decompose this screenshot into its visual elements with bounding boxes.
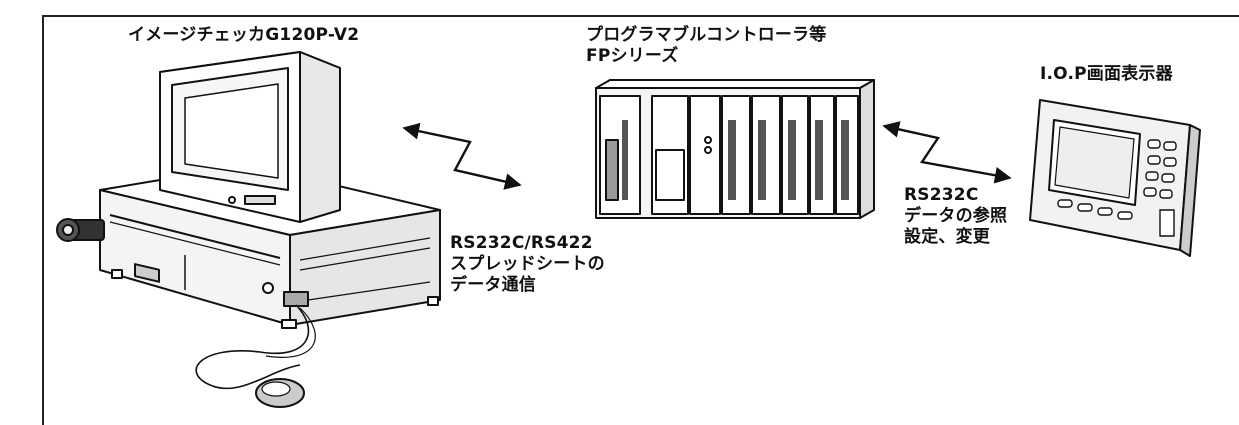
plc-label: プログラマブルコントローラ等 FPシリーズ xyxy=(586,25,826,67)
diagram-frame xyxy=(42,15,1239,425)
plc-iop-link-arrow xyxy=(882,121,1012,184)
plc-label-line1: プログラマブルコントローラ等 xyxy=(586,25,827,45)
plc-icon xyxy=(595,79,875,219)
plc-label-line2: FPシリーズ xyxy=(586,46,679,66)
plc-iop-desc1: データの参照 xyxy=(904,206,1008,226)
checker-plc-link-arrow xyxy=(402,122,522,190)
plc-iop-desc2: 設定、変更 xyxy=(904,227,990,247)
iop-label: I.O.P画面表示器 xyxy=(1040,64,1173,85)
checker-plc-desc1: スプレッドシートの xyxy=(450,254,605,274)
plc-iop-link-label: RS232C データの参照 設定、変更 xyxy=(904,185,1007,248)
checker-plc-link-label: RS232C/RS422 スプレッドシートの データ通信 xyxy=(450,233,605,296)
plc-iop-protocol: RS232C xyxy=(904,185,979,205)
monitor-icon xyxy=(159,51,341,223)
image-checker-label-text: イメージチェッカG120P-V2 xyxy=(128,25,360,45)
iop-display-icon xyxy=(1029,99,1201,257)
iop-label-text: I.O.P画面表示器 xyxy=(1040,64,1173,84)
image-checker-label: イメージチェッカG120P-V2 xyxy=(128,25,359,46)
checker-plc-desc2: データ通信 xyxy=(450,275,536,295)
checker-plc-protocol: RS232C/RS422 xyxy=(450,233,593,253)
mouse-icon xyxy=(195,304,316,408)
